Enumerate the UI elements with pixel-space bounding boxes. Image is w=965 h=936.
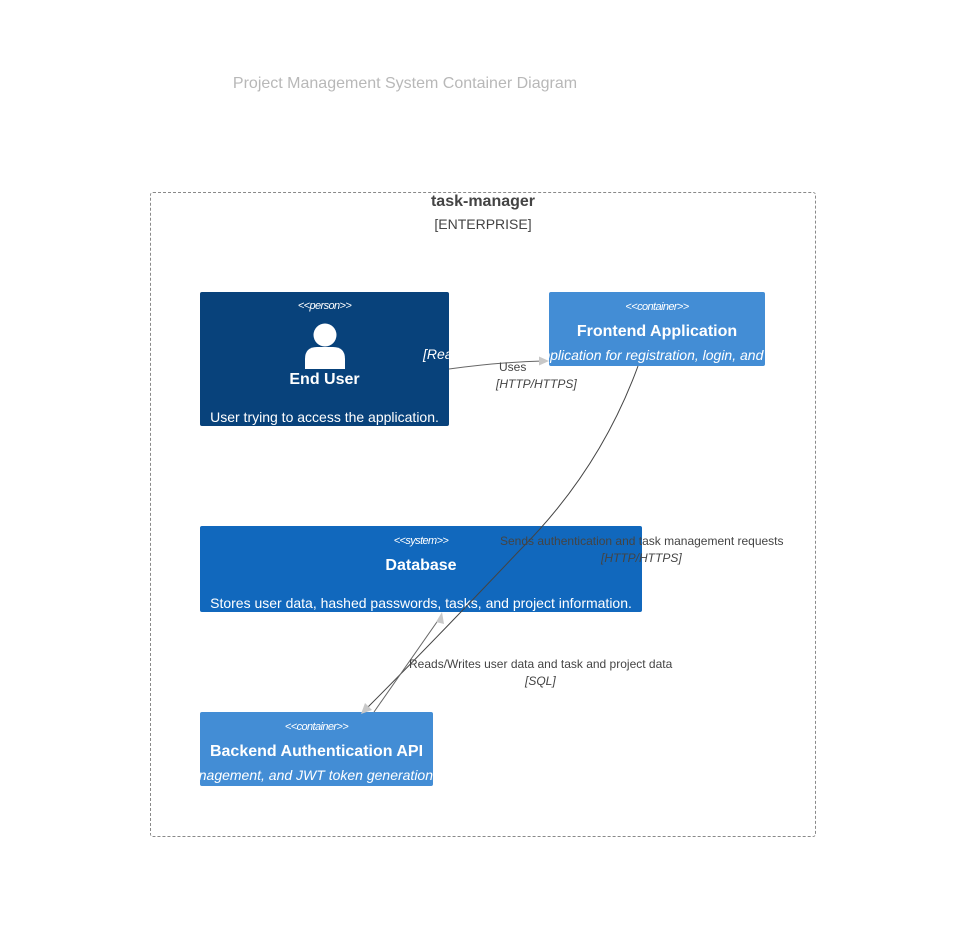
frontend-description-overflow: [Rea <box>423 346 453 362</box>
diagram-title: Project Management System Container Diag… <box>232 75 578 92</box>
frontend-description: Application for registration, login, and <box>549 347 764 363</box>
edge-reads-writes-arrowhead <box>436 612 444 624</box>
enterprise-boundary <box>150 192 816 837</box>
edge-sends-requests-tech: [HTTP/HTTPS] <box>601 551 682 565</box>
database-node[interactable]: <<system>> Database Stores user data, ha… <box>200 526 642 612</box>
edge-reads-writes-tech: [SQL] <box>525 674 556 688</box>
edge-uses-arrowhead <box>539 356 549 366</box>
frontend-stereotype: <<container>> <box>625 301 689 313</box>
database-name: Database <box>385 557 457 574</box>
edge-sends-requests <box>366 365 639 709</box>
edge-reads-writes <box>373 618 440 713</box>
database-stereotype: <<system>> <box>393 535 449 547</box>
edge-sends-requests-label: Sends authentication and task management… <box>500 534 784 548</box>
person-icon <box>305 323 345 369</box>
backend-name: Backend Authentication API <box>209 743 424 760</box>
edge-uses-label: Uses <box>499 360 527 374</box>
end-user-description: User trying to access the application. <box>210 409 439 425</box>
end-user-node[interactable]: <<person>> End User User trying to acces… <box>200 292 449 426</box>
edge-uses <box>448 360 544 370</box>
end-user-name: End User <box>289 371 360 388</box>
boundary-name: task-manager <box>430 193 536 210</box>
backend-api-node[interactable]: <<container>> Backend Authentication API… <box>200 712 433 786</box>
frontend-application-node[interactable]: <<container>> Frontend Application Appli… <box>549 292 765 366</box>
edge-reads-writes-label: Reads/Writes user data and task and proj… <box>409 657 673 671</box>
frontend-name: Frontend Application <box>576 323 738 340</box>
database-description: Stores user data, hashed passwords, task… <box>210 595 632 611</box>
end-user-stereotype: <<person>> <box>297 300 352 312</box>
backend-stereotype: <<container>> <box>284 721 349 733</box>
backend-description: Authentication, task management, and JWT… <box>200 767 433 783</box>
edge-uses-tech: [HTTP/HTTPS] <box>496 377 577 391</box>
edge-sends-requests-arrowhead <box>361 703 372 714</box>
boundary-type: [ENTERPRISE] <box>434 216 532 232</box>
